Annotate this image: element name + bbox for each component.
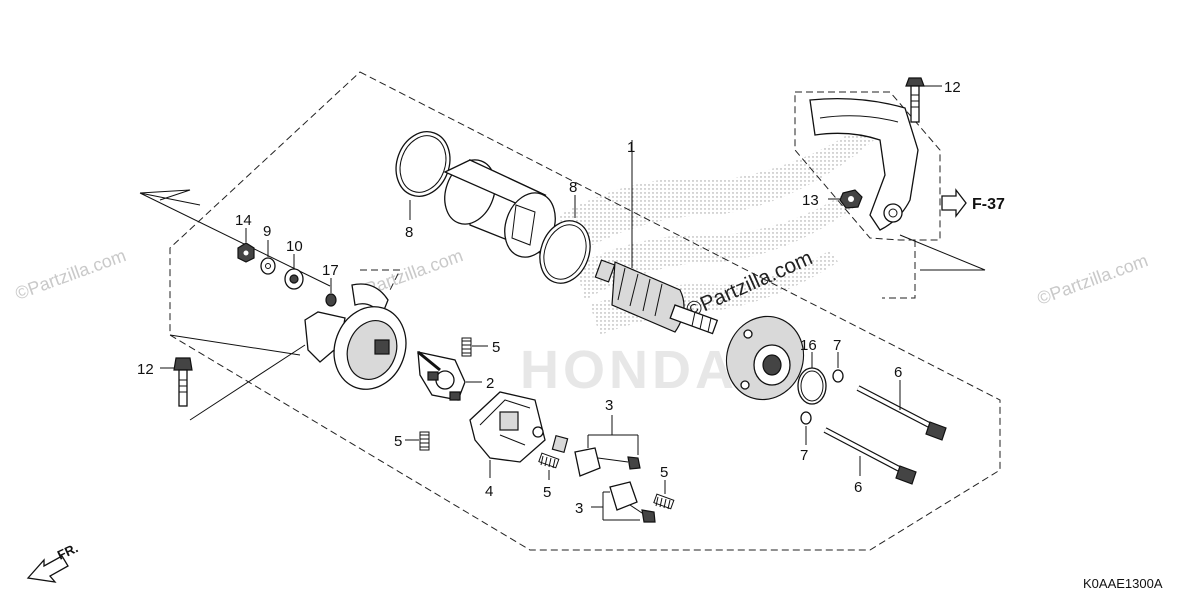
callout-8-right: 8 (569, 179, 577, 196)
o-ring-17 (325, 293, 337, 307)
callout-13: 13 (802, 192, 819, 209)
brush-3-upper (551, 434, 641, 477)
callout-12-left: 12 (137, 361, 154, 378)
callout-7-lower: 7 (800, 447, 808, 464)
o-ring-16 (797, 367, 827, 405)
washer-7-lower (800, 411, 812, 425)
bolt-12-left (173, 357, 193, 407)
callout-8-left: 8 (405, 224, 413, 241)
front-housing (169, 269, 407, 421)
spring-5-left (419, 431, 430, 451)
callout-2: 2 (486, 375, 494, 392)
callout-6-lower: 6 (854, 479, 862, 496)
brush-3-lower (609, 481, 656, 523)
spring-5-upper (461, 337, 472, 357)
callout-10: 10 (286, 238, 303, 255)
o-ring-8-right (539, 220, 591, 284)
callout-4: 4 (485, 483, 493, 500)
diagram-reference-code: K0AAE1300A (1083, 576, 1163, 591)
motor-yoke (443, 158, 556, 258)
mounting-bracket (809, 97, 919, 231)
bracket-outline (794, 91, 941, 241)
through-bolt-6-lower (823, 427, 917, 485)
callout-5-center: 5 (543, 484, 551, 501)
callout-3-lower: 3 (575, 500, 583, 517)
cross-reference-label: F-37 (972, 196, 1005, 213)
through-bolt-6-upper (856, 385, 947, 441)
armature (594, 259, 719, 335)
callout-7-upper: 7 (833, 337, 841, 354)
bracket-leader (882, 240, 916, 299)
callout-5-left: 5 (394, 433, 402, 450)
front-direction-indicator: FR. (26, 540, 80, 583)
callout-5-right: 5 (660, 464, 668, 481)
callout-16: 16 (800, 337, 817, 354)
watermark-left: ©Partzilla.com (13, 245, 129, 304)
assembly-outline (169, 71, 1001, 551)
spring-5-center (538, 452, 560, 469)
bolt-12-top (905, 77, 925, 123)
callout-1: 1 (627, 139, 635, 156)
callout-3-upper: 3 (605, 397, 613, 414)
brush-holder-plate (417, 350, 466, 401)
front-direction-label: FR. (55, 540, 80, 562)
callout-12-top: 12 (944, 79, 961, 96)
callout-6-upper: 6 (894, 364, 902, 381)
callout-14: 14 (235, 212, 252, 229)
callout-17: 17 (322, 262, 339, 279)
nut-13 (839, 189, 863, 209)
reference-arrow (941, 188, 967, 218)
spring-5-right (653, 493, 675, 510)
callout-5-upper: 5 (492, 339, 500, 356)
end-cover (725, 315, 805, 401)
callout-9: 9 (263, 223, 271, 240)
washer-7-upper (832, 369, 844, 383)
watermark-right: ©Partzilla.com (1035, 250, 1151, 309)
brush-holder (469, 391, 546, 463)
honda-watermark-text: HONDA (520, 340, 738, 400)
guide-lines-right (899, 234, 986, 271)
